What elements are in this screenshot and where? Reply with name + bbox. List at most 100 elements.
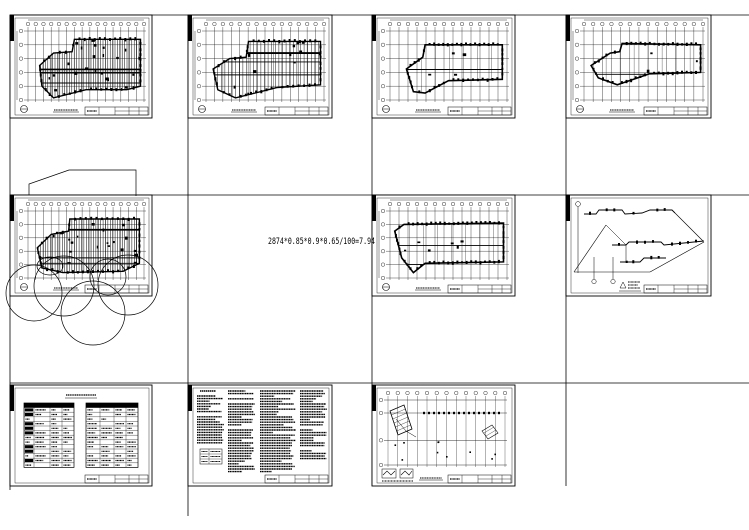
column-mark — [214, 77, 217, 81]
column-mark — [319, 78, 322, 82]
column-mark — [699, 52, 702, 55]
column-mark — [396, 238, 398, 242]
axis-bubble — [381, 29, 386, 34]
sheet-inner-frame — [570, 17, 709, 116]
axis-bubble — [381, 262, 386, 267]
drawing-sheet-equipment-table — [9, 384, 153, 487]
room-fixture — [134, 253, 138, 257]
column-mark — [498, 411, 500, 415]
column-mark — [56, 231, 58, 235]
isometric-line — [674, 212, 704, 242]
column-mark — [486, 78, 489, 82]
axis-bubble — [41, 201, 46, 206]
axis-bubble — [134, 22, 139, 27]
axis-bubble — [103, 201, 108, 206]
sheet-inner-frame — [376, 197, 513, 294]
axis-bubble — [95, 22, 100, 27]
column-mark — [695, 70, 697, 74]
axis-bubble — [212, 22, 217, 27]
column-mark — [98, 37, 101, 40]
column-mark — [394, 234, 397, 238]
column-mark — [502, 225, 505, 229]
column-mark — [453, 411, 455, 415]
column-mark — [95, 216, 98, 220]
column-mark — [662, 42, 665, 46]
stray-geometry — [5, 169, 159, 346]
room-fixture — [107, 245, 111, 247]
column-mark — [228, 93, 231, 96]
axis-bubble — [575, 56, 580, 61]
axis-bubble — [505, 22, 510, 27]
column-mark — [467, 78, 470, 81]
room-fixture — [100, 72, 103, 75]
sheet-inner-frame — [570, 197, 709, 294]
axis-bubble — [288, 22, 293, 27]
column-mark — [112, 270, 115, 274]
sheet-binding-bar — [372, 195, 376, 221]
table-border — [23, 402, 75, 468]
column-mark — [398, 247, 401, 250]
column-mark — [488, 411, 490, 415]
room-fixture — [68, 238, 71, 241]
column-mark — [447, 261, 450, 265]
room-fixture — [70, 241, 74, 244]
pipe-fitting-mark — [625, 260, 628, 263]
axis-bubble — [469, 22, 474, 27]
column-mark — [79, 89, 82, 93]
column-mark — [110, 88, 113, 91]
room-fixture — [102, 228, 105, 232]
axis-bubble — [246, 22, 251, 27]
axis-bubble — [305, 22, 310, 27]
column-mark — [425, 222, 428, 226]
sheet-inner-frame — [376, 387, 513, 484]
column-mark — [72, 43, 75, 47]
column-mark — [605, 53, 608, 57]
axis-bubble — [381, 70, 386, 75]
axis-bubble — [442, 22, 447, 27]
axis-bubble — [64, 22, 69, 27]
sheet-inner-frame — [14, 387, 150, 484]
site-feature-mark — [401, 459, 404, 461]
room-fixture — [125, 236, 128, 240]
axis-bubble — [203, 22, 208, 27]
axis-bubble — [263, 22, 268, 27]
column-mark — [88, 37, 91, 41]
axis-bubble — [87, 22, 92, 27]
column-mark — [442, 42, 445, 46]
column-mark — [309, 39, 312, 43]
column-mark — [699, 66, 702, 70]
column-mark — [501, 62, 504, 65]
pipe-fitting-mark — [652, 240, 654, 243]
column-mark — [501, 48, 504, 52]
column-mark — [255, 90, 258, 93]
column-mark — [648, 41, 651, 45]
column-mark — [57, 95, 60, 98]
site-feature-mark — [491, 458, 493, 460]
axis-bubble — [682, 22, 687, 27]
axis-bubble — [118, 201, 123, 206]
axis-bubble — [33, 22, 38, 27]
axis-bubble — [478, 201, 483, 206]
room-fixture — [456, 245, 459, 249]
pipe-fitting-mark — [644, 240, 646, 244]
room-fixture — [695, 60, 698, 63]
column-mark — [239, 55, 242, 59]
column-mark — [222, 91, 225, 94]
column-mark — [127, 217, 130, 221]
axis-bubble — [141, 22, 146, 27]
axis-bubble — [610, 279, 616, 284]
axis-bubble — [395, 391, 400, 396]
axis-bubble — [118, 22, 123, 27]
column-mark — [452, 222, 455, 226]
column-mark — [423, 411, 425, 415]
room-fixture — [460, 240, 464, 243]
room-fixture — [52, 74, 56, 77]
room-fixture — [138, 56, 141, 60]
axis-bubble — [19, 235, 24, 240]
column-mark — [47, 55, 50, 59]
column-mark — [460, 42, 463, 47]
pipe-fitting-mark — [632, 260, 635, 264]
column-mark — [699, 61, 702, 64]
axis-bubble — [379, 463, 384, 468]
column-mark — [437, 261, 440, 265]
